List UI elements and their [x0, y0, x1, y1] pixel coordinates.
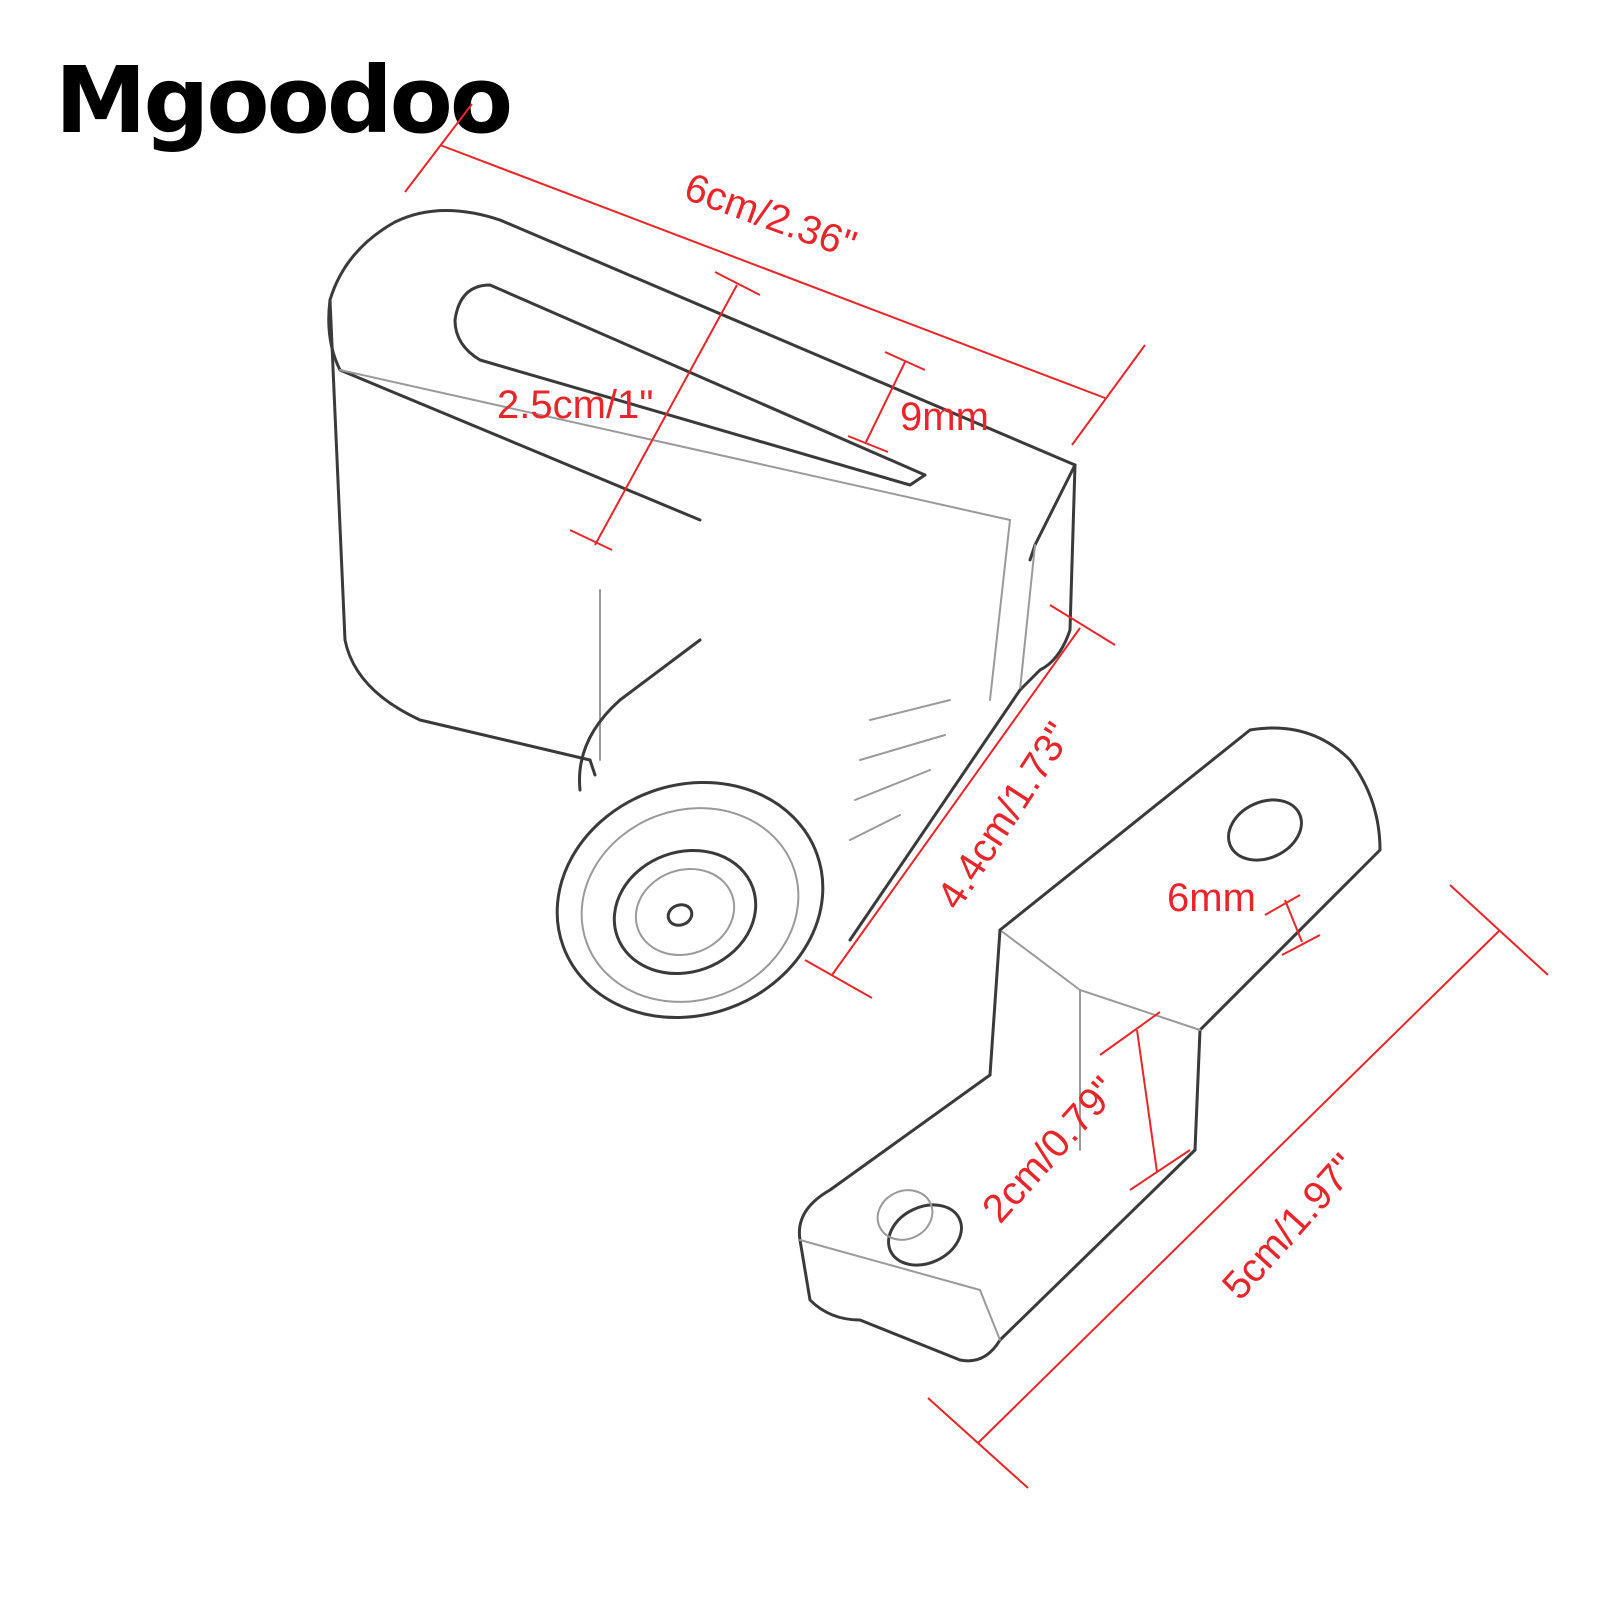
dim-label-bracket-thickness: 6mm — [1167, 876, 1256, 920]
lock-top-face — [327, 208, 1077, 522]
bracket-hole-upper — [1227, 798, 1303, 862]
lock-cylinder-rim — [580, 807, 800, 1003]
dim-tick-bracket-length-top — [1449, 884, 1549, 976]
bracket-upper-plate — [998, 726, 1382, 1152]
dim-label-bracket-step: 2cm/0.79" — [974, 1069, 1126, 1231]
dim-line-bracket-step — [1136, 1029, 1158, 1173]
lock-right-notch — [1028, 463, 1077, 562]
dim-label-slot-length: 2.5cm/1" — [497, 383, 653, 427]
lock-slot — [453, 283, 927, 487]
lock-cylinder-face — [555, 780, 825, 1020]
dim-tick-slot-length-bottom — [569, 529, 613, 551]
lock-cylinder-body — [578, 638, 1022, 942]
dim-tick-lock-height-top — [1049, 604, 1116, 646]
dim-tick-bracket-step-top — [1099, 1011, 1161, 1056]
dim-tick-bracket-step-bottom — [1129, 1149, 1191, 1191]
lock-front-edge — [339, 369, 1011, 761]
dim-tick-bracket-length-bottom — [927, 1397, 1029, 1489]
dim-tick-slot-width-top — [884, 351, 926, 371]
disc-lock-icon — [327, 208, 1077, 1020]
lock-left-body — [328, 298, 592, 762]
dim-tick-bracket-thickness-bottom — [1281, 934, 1321, 956]
bracket-step — [988, 928, 1002, 1077]
dim-tick-lock-length-end — [1071, 344, 1146, 446]
lock-keyhole-ring — [612, 848, 758, 976]
dim-line-slot-width — [865, 361, 906, 443]
dim-label-lock-height: 4.4cm/1.73" — [929, 715, 1081, 917]
dim-tick-bracket-thickness-top — [1264, 894, 1301, 916]
dim-label-bracket-length: 5cm/1.97" — [1214, 1146, 1366, 1308]
dim-line-bracket-length — [977, 929, 1501, 1444]
lock-keyhole-inner — [634, 867, 736, 957]
lock-texture — [849, 699, 951, 841]
dim-line-lock-length — [439, 144, 1106, 399]
dim-line-lock-height — [831, 627, 1081, 976]
bracket-upper-edge — [999, 929, 1201, 1031]
bracket-hole-lower — [887, 1203, 963, 1267]
dimension-lines — [404, 103, 1549, 1489]
mounting-bracket-icon — [797, 726, 1382, 1363]
lock-right-end — [1018, 463, 1077, 692]
dim-label-lock-length: 6cm/2.36" — [679, 165, 862, 267]
dim-line-slot-length — [594, 284, 738, 546]
dim-label-slot-width: 9mm — [900, 395, 989, 439]
brand-logo: Mgoodoo — [55, 47, 510, 154]
lock-right-inner-edge — [989, 519, 1036, 701]
dim-line-bracket-thickness — [1284, 899, 1303, 943]
dim-tick-slot-length-top — [714, 271, 761, 296]
dim-tick-lock-height-bottom — [804, 959, 873, 999]
bracket-lower-plate — [797, 1073, 1197, 1363]
dim-tick-slot-width-bottom — [847, 435, 889, 453]
dim-tick-lock-length-start — [404, 103, 473, 193]
bracket-lower-edge — [799, 1239, 1001, 1341]
bracket-hole-lower-rim — [876, 1189, 934, 1241]
lock-keyhole — [666, 903, 694, 927]
